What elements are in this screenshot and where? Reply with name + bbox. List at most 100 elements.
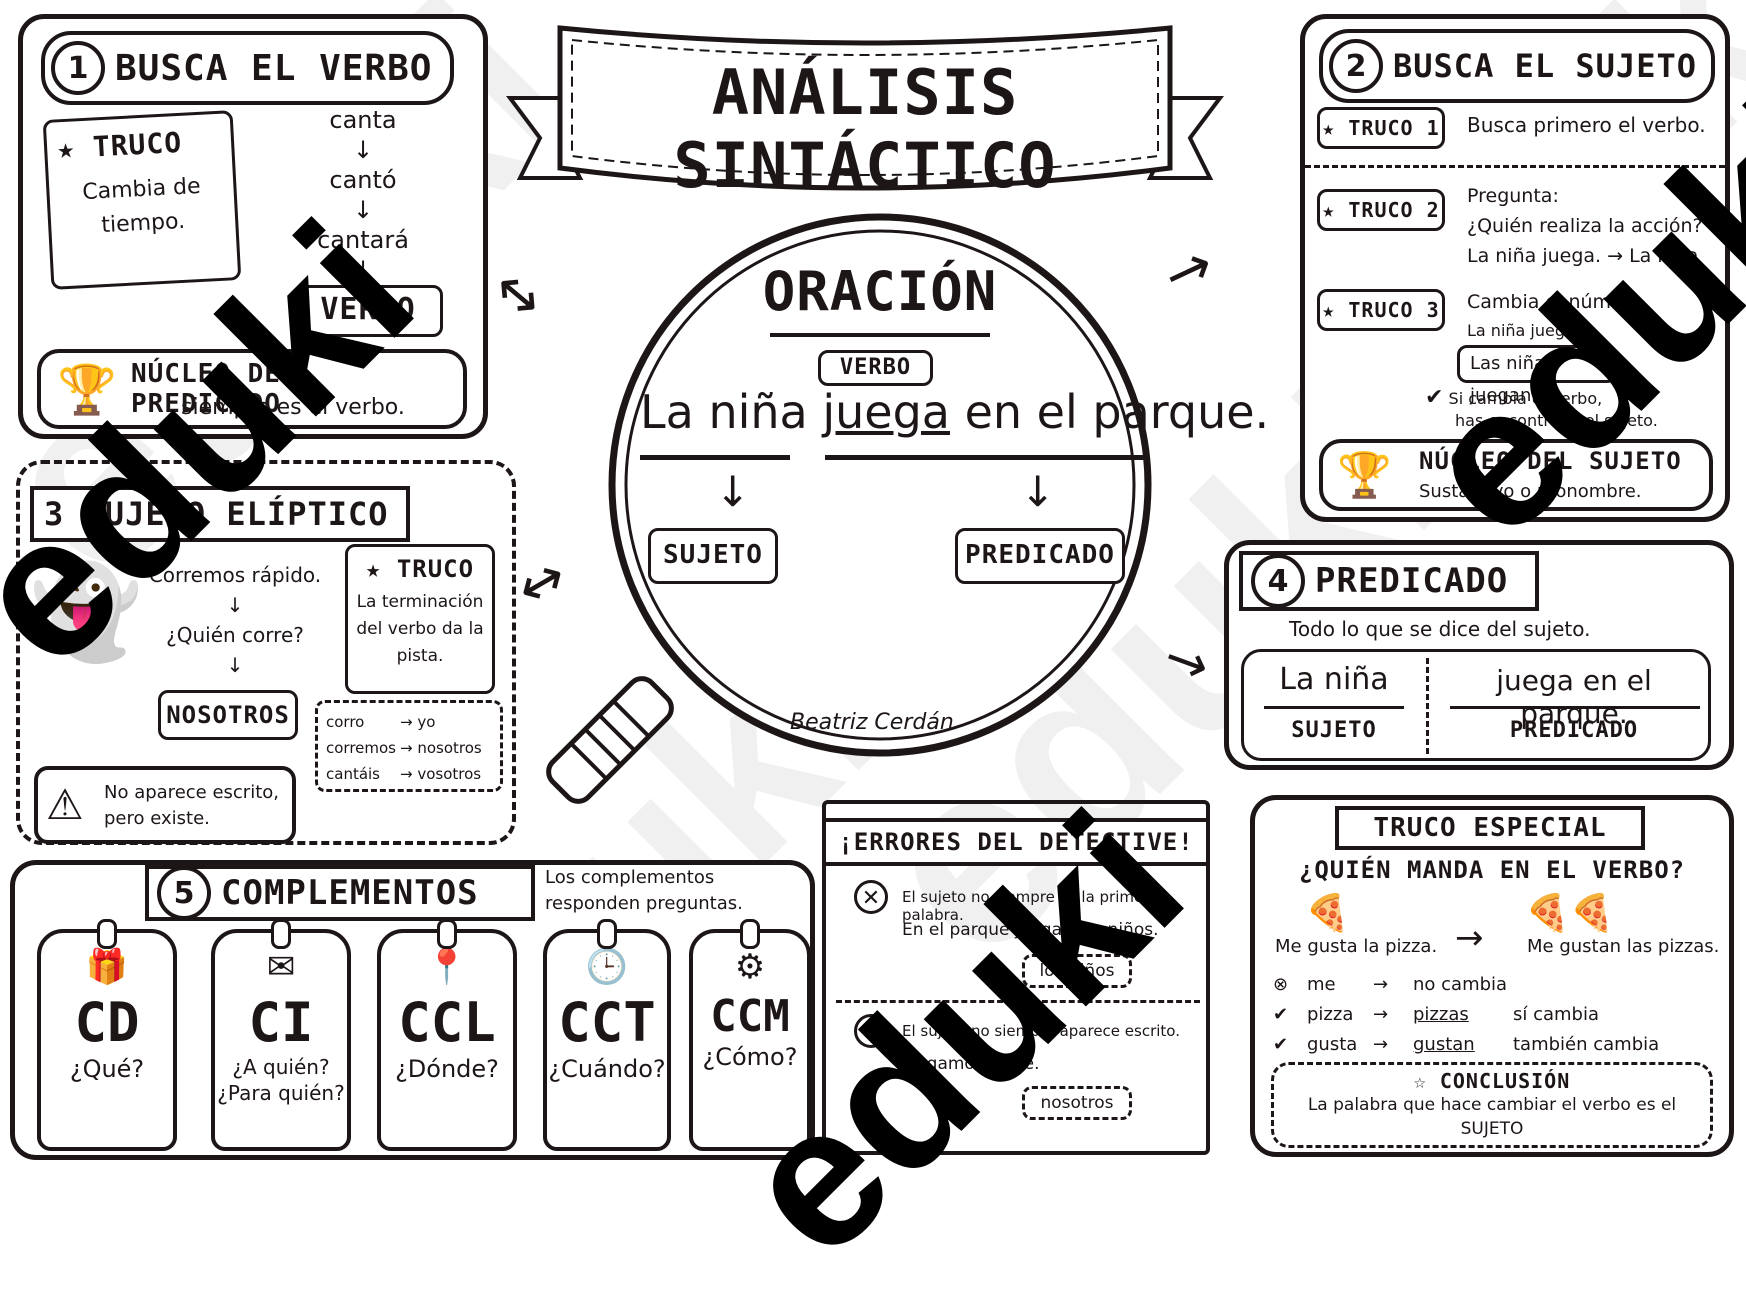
section-header: 2 BUSCA EL SUJETO: [1319, 29, 1715, 103]
error-1-example: En el parque juegan los niños.: [902, 920, 1159, 940]
truco-label-text: TRUCO: [396, 555, 475, 583]
sentence-rest: en el parque.: [964, 385, 1270, 439]
arrow-down-icon: ↓: [352, 196, 374, 224]
arrow-right-icon: →: [1153, 231, 1224, 310]
truco-2-example: La niña juega. → La niña: [1467, 245, 1699, 267]
gift-icon: 🎁: [85, 947, 129, 987]
sujeto-box: SUJETO: [648, 528, 778, 584]
sentence: La niña juega en el parque.: [640, 385, 1269, 439]
truco-label: ★ TRUCO: [356, 555, 484, 583]
sentence-verb: juega: [822, 385, 950, 439]
truco-3-desc: Cambia el número.: [1467, 291, 1648, 313]
example-1: Corremos rápido.: [148, 563, 322, 587]
conj-pron: vosotros: [417, 765, 482, 783]
truco-especial-box: TRUCO ESPECIAL ¿QUIÉN MANDA EN EL VERBO?…: [1250, 795, 1734, 1157]
error-2-example: Llegamos tarde.: [902, 1054, 1040, 1074]
tag-ccl: 📍 CCL ¿Dónde?: [377, 919, 517, 1151]
tag-code: CCL: [398, 991, 496, 1054]
magnifier-handle-icon: [546, 676, 674, 804]
example-flow: Corremos rápido. ↓ ¿Quién corre? ↓: [140, 560, 330, 680]
star-icon: ★: [1322, 116, 1336, 140]
truco-1-desc: Busca primero el verbo.: [1467, 113, 1706, 137]
example-box: La niña SUJETO juega en el parque. PREDI…: [1241, 649, 1711, 761]
arrow-down-icon: ↓: [715, 467, 751, 516]
arrow-right-icon: →: [1373, 1004, 1389, 1025]
change-result: pizzas: [1413, 1004, 1469, 1025]
section-complementos: 5 COMPLEMENTOS Los complementos responde…: [10, 860, 815, 1160]
verb-form: cantó: [329, 166, 397, 194]
tag-hole: [597, 919, 617, 949]
verb-form: cantará: [317, 226, 409, 254]
section-number: 3: [44, 495, 65, 533]
star-icon: ★: [56, 131, 76, 166]
tag-question: ¿A quién? ¿Para quién?: [217, 1055, 345, 1105]
tag-question: ¿Cuándo?: [548, 1055, 666, 1083]
tag-hole: [97, 919, 117, 949]
trophy-icon: 🏆: [57, 362, 117, 418]
tag-hole: [271, 919, 291, 949]
envelope-icon: ✉: [266, 947, 296, 987]
especial-question: ¿QUIÉN MANDA EN EL VERBO?: [1298, 856, 1686, 884]
warning-icon: ⚠: [46, 780, 84, 829]
verb-forms: canta ↓ cantó ↓ cantará ↓: [293, 105, 433, 285]
section-header: 1 BUSCA EL VERBO: [41, 31, 455, 105]
tag-code: CI: [248, 991, 314, 1054]
arrow-right-icon: →: [1156, 626, 1218, 698]
example-right-line: [1450, 706, 1700, 709]
pizza-icon: 🍕🍕: [1525, 893, 1615, 934]
clock-icon: 🕒: [585, 947, 629, 987]
cross-icon: ✕: [854, 880, 888, 914]
verbo-box: VERBO: [293, 285, 443, 337]
section-number: 4: [1251, 554, 1305, 608]
conclusion-text: La palabra que hace cambiar el verbo es …: [1307, 1095, 1677, 1139]
arrow-right-icon: →: [1373, 1034, 1389, 1055]
change-word: pizza: [1307, 1004, 1354, 1025]
truco-note: ★ TRUCO Cambia de tiempo.: [42, 110, 242, 290]
truco-3-label: ★ TRUCO 3: [1317, 289, 1445, 331]
arrow-right-icon: →: [1455, 918, 1484, 958]
change-row: ⊗me→no cambia: [1273, 970, 1723, 1000]
example-right: juega en el parque.: [1496, 664, 1652, 730]
conclusion-box: ☆ CONCLUSIÓN La palabra que hace cambiar…: [1271, 1062, 1713, 1148]
tag-hole: [437, 919, 457, 949]
section-number: 5: [157, 866, 211, 920]
conjugation-box: corro→ yo corremos→ nosotros cantáis→ vo…: [315, 700, 503, 792]
nucleo-sujeto-title: NÚCLEO DEL SUJETO: [1419, 447, 1682, 475]
example-left-label: SUJETO: [1291, 718, 1377, 743]
gear-icon: ⚙: [734, 947, 766, 987]
example-right-label: PREDICADO: [1509, 718, 1639, 743]
signature: Beatriz Cerdán: [790, 710, 954, 735]
location-pin-icon: 📍: [425, 947, 469, 987]
sentence-subject: La niña: [640, 385, 808, 439]
error-1-answer: los niños: [1022, 954, 1132, 988]
tag-code: CD: [74, 991, 140, 1054]
divider: [1305, 165, 1725, 168]
section-title: SUJETO ELÍPTICO: [84, 495, 389, 533]
nucleo-sujeto-sub: Sustantivo o pronombre.: [1419, 481, 1642, 502]
error-2: El sujeto no siempre aparece escrito.: [902, 1022, 1180, 1040]
divider: [1426, 658, 1429, 754]
oracion-title: ORACIÓN: [762, 260, 998, 323]
check-text: Si cambia el verbo,: [1448, 389, 1603, 408]
warning-text: No aparece escrito, pero existe.: [104, 782, 279, 829]
example-left-line: [1264, 706, 1404, 709]
tag-code: CCM: [710, 991, 790, 1042]
arrow-right-icon: →: [400, 713, 413, 731]
section-title: PREDICADO: [1315, 561, 1509, 601]
tag-question: ¿Dónde?: [395, 1055, 499, 1083]
conj-row: corremos→ nosotros: [326, 735, 492, 761]
truco-2-label: ★ TRUCO 2: [1317, 189, 1445, 231]
truco-3-box: Las niñas juegan.: [1457, 345, 1617, 406]
truco-label-text: TRUCO: [92, 125, 183, 164]
example-left: La niña: [1279, 662, 1389, 697]
star-icon: ☆: [1413, 1069, 1427, 1093]
magnifier: ORACIÓN VERBO La niña juega en el parque…: [600, 205, 1269, 765]
check-icon: ✔: [1425, 385, 1444, 410]
truco-text: La terminación del verbo da la pista.: [356, 592, 484, 666]
nosotros-box: NOSOTROS: [158, 690, 298, 740]
predicado-subtitle: Todo lo que se dice del sujeto.: [1289, 617, 1591, 641]
tag-code: CCT: [558, 991, 656, 1054]
truco-1-text: TRUCO 1: [1348, 116, 1440, 140]
